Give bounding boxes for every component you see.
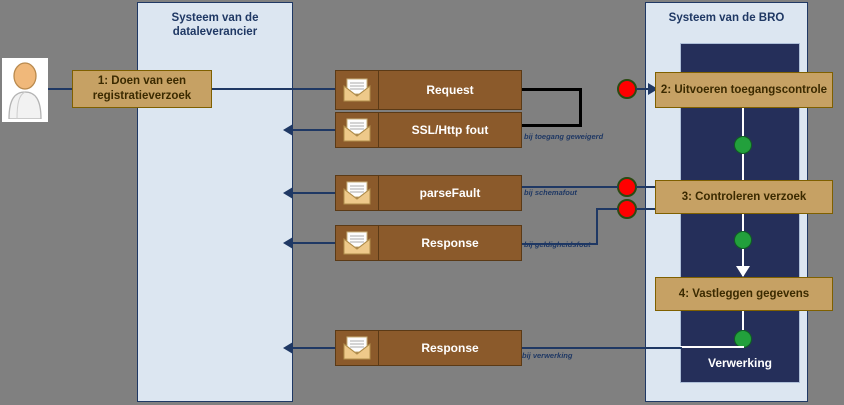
flow-response-out <box>680 346 744 348</box>
message-request[interactable]: Request <box>335 70 522 110</box>
connector-error3-down <box>596 208 598 244</box>
flow-step4-response <box>742 311 744 348</box>
error-end-event-2[interactable] <box>617 177 637 197</box>
envelope-icon <box>336 113 379 147</box>
connector-response2-in <box>522 347 682 349</box>
task-step4-label: 4: Vastleggen gegevens <box>678 288 810 300</box>
task-step3[interactable]: 3: Controleren verzoek <box>655 180 833 214</box>
envelope-icon <box>336 71 379 109</box>
lane-bro-title: Systeem van de BRO <box>668 12 785 24</box>
connector-ssl-to-supplier <box>293 129 335 131</box>
message-ssl-http-fout[interactable]: SSL/Http fout <box>335 112 522 148</box>
connector-error1-tail <box>522 124 582 127</box>
connector-error2-in <box>522 186 618 188</box>
message-ssl-http-fout-label: SSL/Http fout <box>411 123 489 137</box>
arrowhead-parsefault-supplier <box>283 187 293 199</box>
error-end-event-3[interactable] <box>617 199 637 219</box>
error-end-event-1[interactable] <box>617 79 637 99</box>
user-actor-icon <box>8 62 42 119</box>
arrowhead-step4 <box>736 266 750 277</box>
connector-error3-tail <box>522 243 598 245</box>
envelope-icon <box>336 226 379 260</box>
message-parsefault[interactable]: parseFault <box>335 175 522 211</box>
connector-actor-step1 <box>48 88 72 90</box>
arrowhead-ssl-supplier <box>283 124 293 136</box>
envelope-icon <box>336 176 379 210</box>
condition-label-3: bij geldigheidsfout <box>524 240 591 249</box>
connector-error1-down <box>579 88 582 126</box>
message-response-2[interactable]: Response <box>335 330 522 366</box>
condition-label-1: bij toegang geweigerd <box>524 132 604 141</box>
actor <box>2 58 48 122</box>
task-step1-label: 1: Doen van een registratieverzoek <box>92 75 192 102</box>
condition-label-4: bij verwerking <box>522 351 573 360</box>
arrowhead-step2 <box>648 83 658 95</box>
message-response-2-label: Response <box>421 341 479 355</box>
task-step2[interactable]: 2: Uitvoeren toegangscontrole <box>655 72 833 108</box>
processing-column-label: Verwerking <box>707 356 773 370</box>
message-request-label: Request <box>426 83 474 97</box>
connector-response1-supplier <box>293 242 335 244</box>
message-parsefault-label: parseFault <box>419 186 481 200</box>
connector-error3-in <box>596 208 618 210</box>
intermediate-event-2[interactable] <box>734 231 752 249</box>
envelope-icon <box>336 331 379 365</box>
task-step4[interactable]: 4: Vastleggen gegevens <box>655 277 833 311</box>
message-response-1[interactable]: Response <box>335 225 522 261</box>
intermediate-event-1[interactable] <box>734 136 752 154</box>
connector-red-step3 <box>636 186 655 188</box>
connector-red-step3b <box>636 208 655 210</box>
lane-supplier-title: Systeem van de dataleverancier <box>171 12 259 38</box>
connector-step1-request <box>212 88 335 90</box>
connector-response2-supplier <box>293 347 335 349</box>
task-step1[interactable]: 1: Doen van een registratieverzoek <box>72 70 212 108</box>
connector-request-error1 <box>522 88 582 91</box>
message-response-1-label: Response <box>421 236 479 250</box>
arrowhead-response1-supplier <box>283 237 293 249</box>
arrowhead-response2-supplier <box>283 342 293 354</box>
task-step3-label: 3: Controleren verzoek <box>681 191 807 203</box>
connector-parsefault-supplier <box>293 192 335 194</box>
task-step2-label: 2: Uitvoeren toegangscontrole <box>660 84 828 96</box>
connector-red1-step2 <box>636 88 652 90</box>
condition-label-2: bij schemafout <box>524 188 577 197</box>
lane-supplier: Systeem van de dataleverancier <box>137 2 293 402</box>
